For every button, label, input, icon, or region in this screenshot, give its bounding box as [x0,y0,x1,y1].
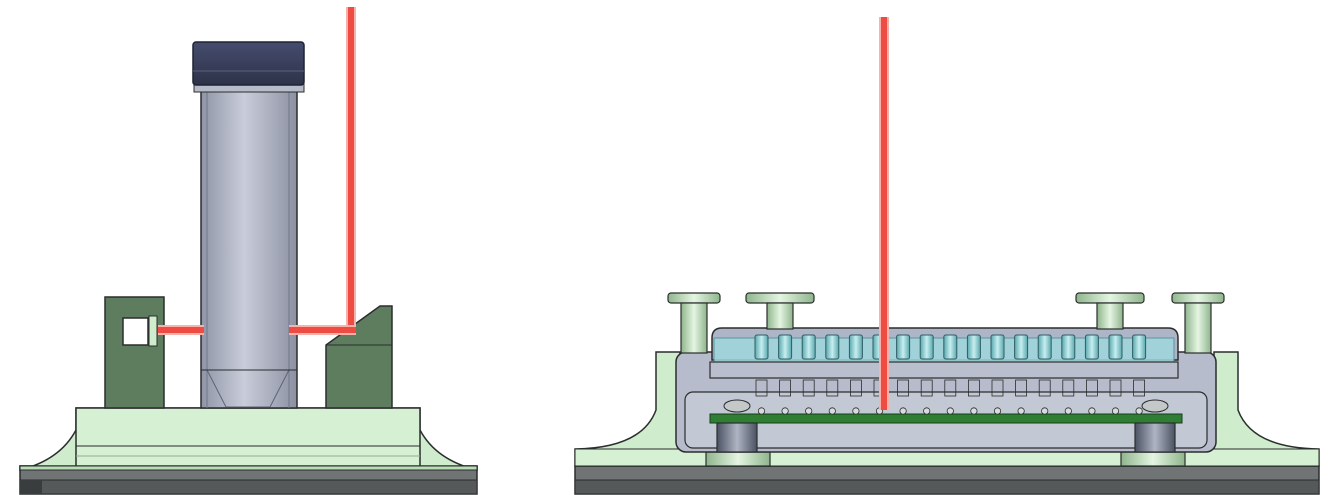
solder-bump [852,407,860,415]
slot [1062,379,1075,397]
solder-bump [1017,407,1025,415]
post-3 [1075,292,1145,330]
solder-bump [899,407,907,415]
slot [897,379,909,397]
solder-bump [781,407,789,415]
pin [825,334,840,360]
spacer-right [1134,422,1176,453]
pin [778,334,793,360]
slot [1133,379,1145,397]
solder-bump [1041,407,1049,415]
solder-bump [828,407,836,415]
screw-left [723,399,751,413]
pin [1037,334,1052,360]
pin [990,334,1005,360]
pin [1108,334,1123,360]
foot-right [1120,451,1186,467]
pin [848,334,863,360]
spacer-left [716,422,758,453]
slot [1038,379,1051,397]
front-laser-beam [879,17,889,410]
solder-row [757,407,1143,415]
pin [943,334,958,360]
solder-bump [970,407,978,415]
pin [966,334,981,360]
sensor-lens [148,315,158,347]
post-1 [667,292,721,354]
slot [779,379,791,397]
slot [826,379,839,397]
solder-bump [757,407,766,415]
solder-bump [805,407,813,415]
pin [801,334,816,360]
slot [920,379,933,397]
slot [850,379,862,397]
post-2 [745,292,815,330]
left-bracket [104,296,165,409]
pin [1061,334,1076,360]
side-laser-path [158,7,356,335]
solder-bump [1111,407,1120,415]
tube-body [200,83,298,409]
post-4 [1171,292,1225,354]
solder-bump [1088,407,1096,415]
pcb-board [709,413,1183,424]
sensor-window [122,317,149,346]
pin [1132,334,1147,360]
solder-bump [923,407,931,415]
slot [1109,379,1122,397]
tube-cap [192,41,305,86]
solder-bump [1135,407,1143,415]
slot [944,379,957,397]
pin [1084,334,1099,360]
slot [802,379,815,397]
slot [1015,379,1027,397]
pin [896,334,911,360]
pin [754,334,769,360]
slot [991,379,1004,397]
screw-right [1141,399,1169,413]
right-bracket [325,305,393,409]
slot [968,379,980,397]
side-green-block [75,407,421,467]
pin [919,334,934,360]
solder-bump [1064,407,1072,415]
front-section-view [574,17,1320,495]
solder-bump [993,407,1002,415]
slot [1086,379,1098,397]
slot-row [755,379,1145,397]
pin-row [754,334,1147,360]
side-view [19,7,478,495]
solder-bump [946,407,954,415]
pin [1014,334,1029,360]
side-base-plate-edge [19,479,478,495]
slot [755,379,768,397]
foot-left [705,451,771,467]
